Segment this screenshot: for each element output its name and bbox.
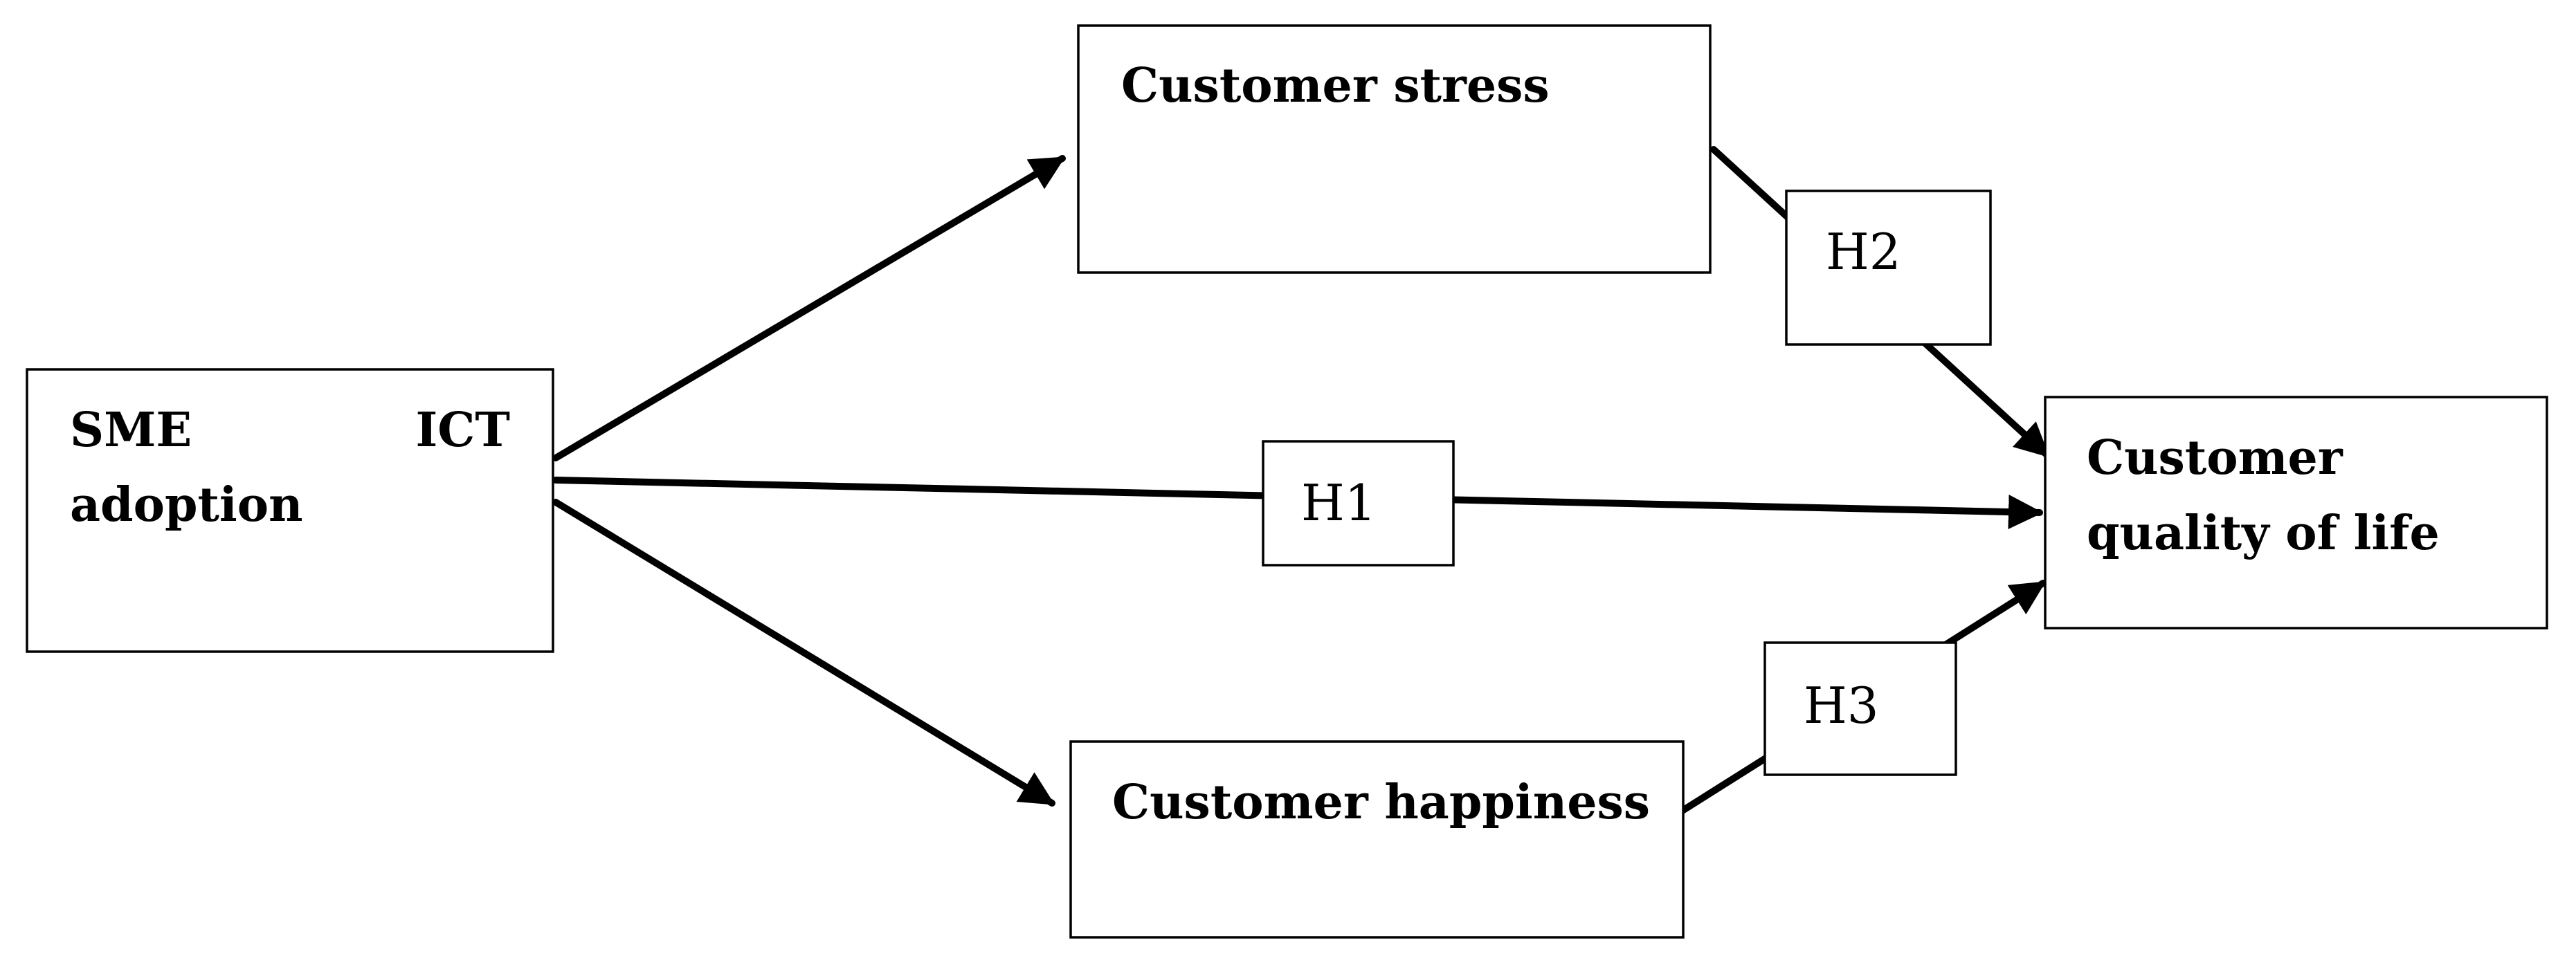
h2-label: H2 <box>1826 223 1901 281</box>
arrow-sme-to-happiness <box>552 499 1055 807</box>
customer-quality-of-life-box <box>2044 396 2548 629</box>
hypothesis-h2: H2 <box>1785 190 1992 346</box>
h3-label: H3 <box>1804 677 1879 735</box>
ict-label: ICT <box>415 403 510 458</box>
hypothesis-h3: H3 <box>1763 641 1957 776</box>
hypothesis-h1: H1 <box>1262 440 1455 567</box>
h1-label: H1 <box>1301 474 1377 532</box>
customer-stress-label: Customer stress <box>1121 58 1550 113</box>
node-sme-ict-adoption: SME ICT adoption <box>26 368 554 653</box>
h3-box <box>1763 641 1957 776</box>
adoption-label: adoption <box>70 477 303 533</box>
customer-happiness-label: Customer happiness <box>1112 775 1650 830</box>
node-customer-quality-of-life: Customer quality of life <box>2044 396 2548 629</box>
quality-of-life-label: quality of life <box>2087 506 2440 561</box>
h1-box <box>1262 440 1455 567</box>
customer-happiness-box <box>1069 740 1685 939</box>
sme-ict-adoption-box <box>26 368 554 653</box>
node-customer-happiness: Customer happiness <box>1069 740 1685 939</box>
h2-box <box>1785 190 1992 346</box>
customer-label: Customer <box>2087 430 2343 486</box>
sme-label: SME <box>70 403 192 458</box>
node-customer-stress: Customer stress <box>1077 24 1712 274</box>
customer-stress-box <box>1077 24 1712 274</box>
arrow-sme-to-stress <box>552 155 1066 461</box>
